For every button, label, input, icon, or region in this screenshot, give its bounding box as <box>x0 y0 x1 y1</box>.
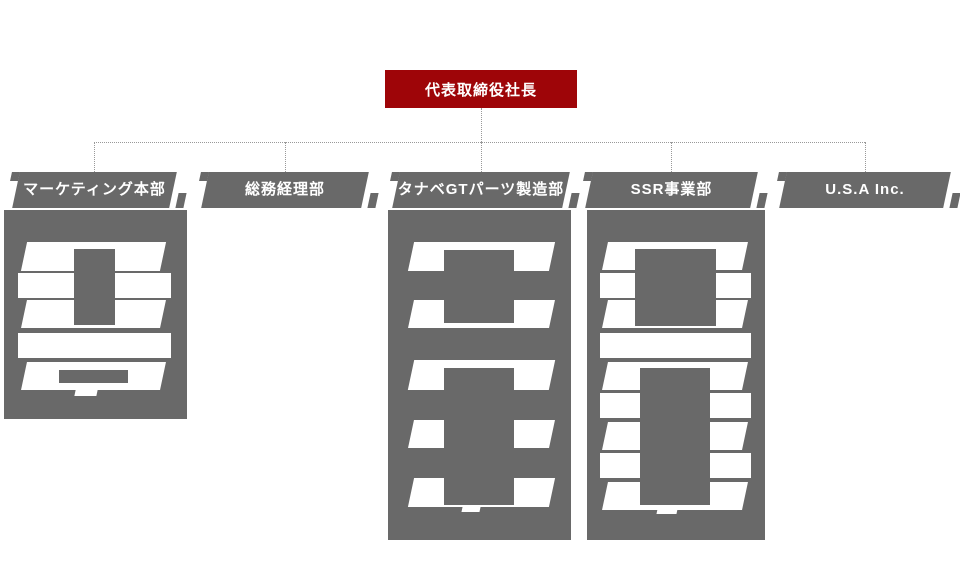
dept-label: SSR事業部 <box>630 181 713 198</box>
connector-dept-marketing <box>94 142 95 172</box>
connector-horizontal <box>94 142 865 143</box>
president-label: 代表取締役社長 <box>424 81 537 99</box>
redacted-text-block <box>444 368 514 505</box>
connector-dept-usa <box>865 142 866 172</box>
header-cap-right <box>568 193 580 208</box>
row-fragment <box>461 507 481 512</box>
redacted-text-block <box>640 368 710 505</box>
dept-body-gt-parts <box>388 210 571 540</box>
connector-dept-ssr <box>671 142 672 172</box>
redacted-text-block <box>59 370 128 383</box>
header-cap-right <box>949 193 960 208</box>
subitem-row <box>600 333 751 358</box>
dept-body-marketing <box>4 210 187 419</box>
connector-dept-general-affairs <box>285 142 286 172</box>
dept-label: マーケティング本部 <box>23 181 166 198</box>
header-cap-right <box>367 193 379 208</box>
header-cap-right <box>175 193 187 208</box>
dept-label: U.S.A Inc. <box>825 181 905 198</box>
dept-header-usa: U.S.A Inc. <box>779 172 951 208</box>
connector-president-stub <box>481 108 482 142</box>
dept-label: タナベGTパーツ製造部 <box>397 181 565 198</box>
connector-dept-gt-parts <box>481 142 482 172</box>
dept-body-ssr <box>587 210 765 540</box>
dept-label: 総務経理部 <box>244 181 325 198</box>
header-cap-right <box>756 193 768 208</box>
redacted-text-block <box>635 249 716 326</box>
redacted-text-block <box>74 249 115 325</box>
dept-header-ssr: SSR事業部 <box>585 172 758 208</box>
redacted-text-block <box>444 250 514 323</box>
dept-header-general-affairs: 総務経理部 <box>201 172 369 208</box>
dept-header-gt-parts: タナベGTパーツ製造部 <box>392 172 570 208</box>
president-box: 代表取締役社長 <box>385 70 577 108</box>
row-fragment <box>74 390 98 396</box>
dept-header-marketing: マーケティング本部 <box>12 172 177 208</box>
subitem-row <box>18 333 171 358</box>
row-fragment <box>656 509 678 514</box>
